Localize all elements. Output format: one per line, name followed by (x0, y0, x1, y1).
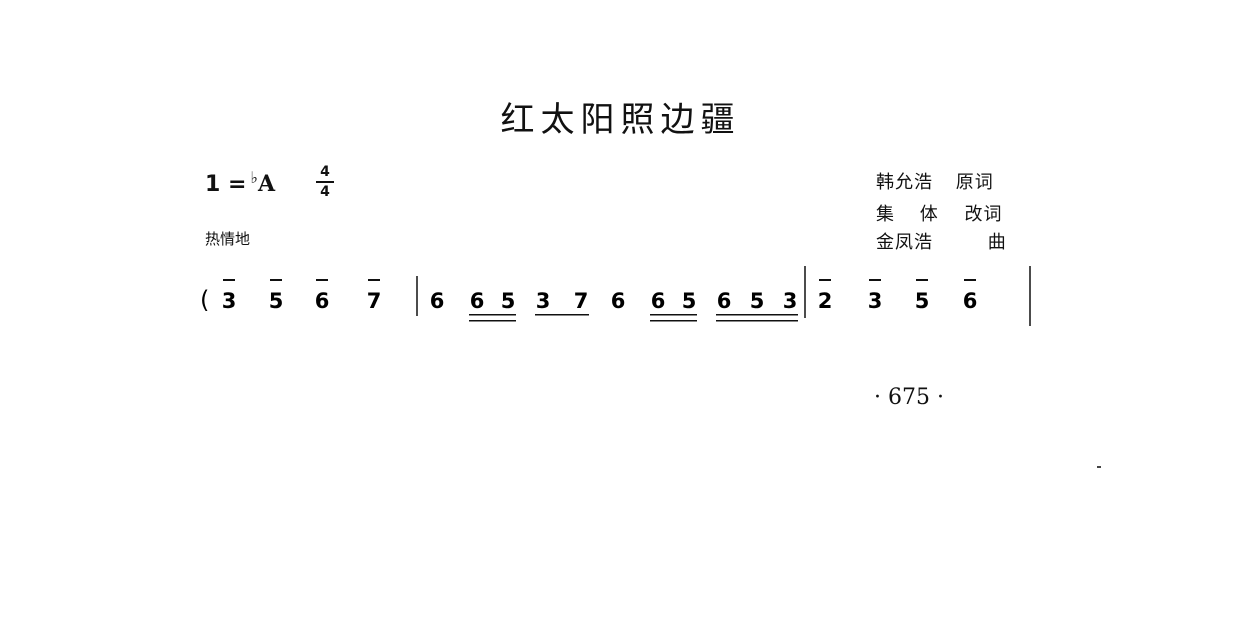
note: 5 (915, 289, 930, 313)
high-octave-bar (916, 279, 928, 281)
note: 6 (470, 289, 485, 313)
credit-adapted-lyricist: 集 体 改词 (876, 200, 1002, 226)
beam-eighth (469, 314, 516, 316)
note: 3 (536, 289, 551, 313)
beam-sixteenth (469, 320, 516, 322)
high-octave-bar (368, 279, 380, 281)
open-paren: ( (200, 286, 209, 314)
flat-symbol: ♭ (250, 168, 258, 187)
beam-sixteenth (716, 320, 798, 322)
credit-name: 韩允浩 (876, 172, 933, 193)
time-signature-top: 4 (320, 164, 330, 180)
credit-name: 金凤浩 (876, 232, 933, 253)
note: 3 (222, 289, 237, 313)
credit-name: 集 体 (876, 204, 948, 225)
note: 7 (574, 289, 589, 313)
note: 3 (783, 289, 798, 313)
key-note: A (257, 171, 276, 197)
key-prefix: 1 = (205, 172, 247, 197)
credit-role: 原词 (955, 172, 994, 193)
beam-sixteenth (650, 320, 697, 322)
note: 5 (682, 289, 697, 313)
high-octave-bar (819, 279, 831, 281)
note: 2 (818, 289, 833, 313)
credit-composer: 金凤浩 曲 (876, 228, 1007, 254)
high-octave-bar (223, 279, 235, 281)
note: 6 (315, 289, 330, 313)
note: 5 (269, 289, 284, 313)
note: 3 (868, 289, 883, 313)
credit-role: 改词 (964, 204, 1003, 225)
note: 6 (963, 289, 978, 313)
note: 6 (651, 289, 666, 313)
time-signature-bottom: 4 (320, 184, 330, 200)
time-signature-divider (316, 181, 334, 183)
key-signature: 1 =♭A (205, 168, 275, 197)
note: 5 (501, 289, 516, 313)
high-octave-bar (270, 279, 282, 281)
time-signature: 4 4 (316, 164, 334, 200)
note: 6 (611, 289, 626, 313)
high-octave-bar (869, 279, 881, 281)
high-octave-bar (316, 279, 328, 281)
note: 6 (717, 289, 732, 313)
note: 6 (430, 289, 445, 313)
stray-mark (1097, 466, 1101, 468)
credit-role: 曲 (987, 232, 1007, 253)
tempo-marking: 热情地 (205, 230, 251, 248)
beam-eighth (650, 314, 697, 316)
credit-original-lyricist: 韩允浩 原词 (876, 168, 994, 194)
song-title: 红太阳照边疆 (500, 100, 741, 140)
beam-eighth (716, 314, 798, 316)
beam-eighth (535, 314, 589, 316)
high-octave-bar (964, 279, 976, 281)
note: 7 (367, 289, 382, 313)
note: 5 (750, 289, 765, 313)
